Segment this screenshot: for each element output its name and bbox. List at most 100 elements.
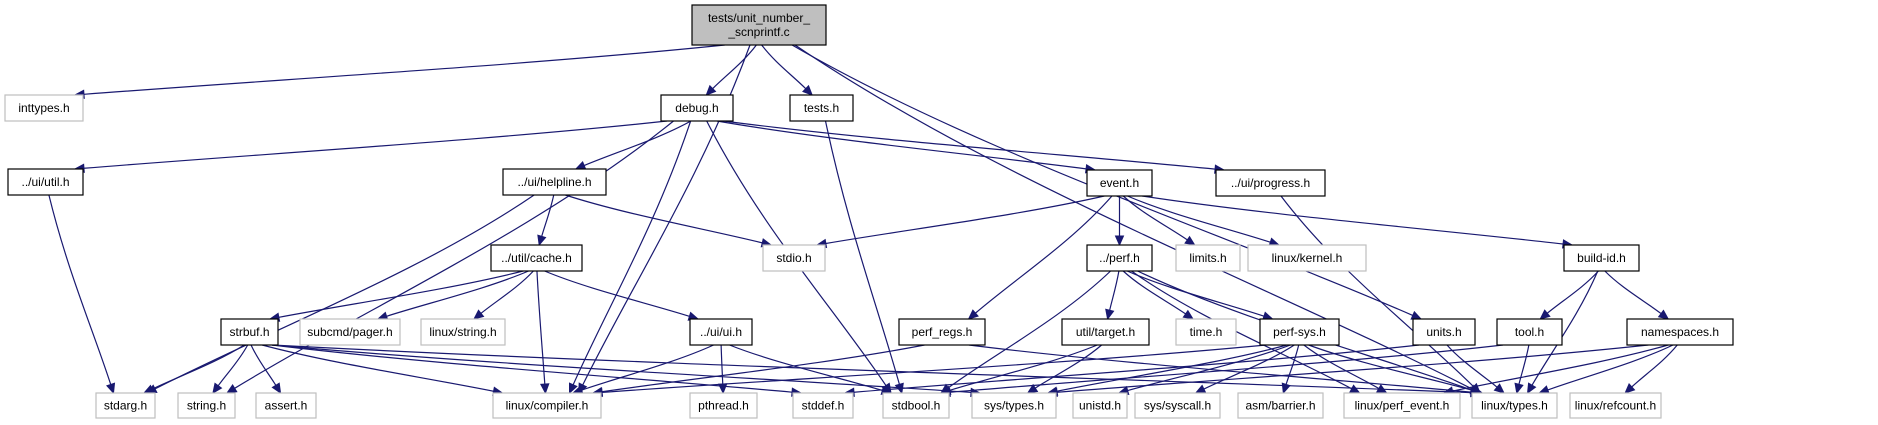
node-box-cache[interactable] [490, 244, 583, 272]
node-perf[interactable]: ../perf.h [1086, 244, 1153, 272]
node-label-event: event.h [1100, 176, 1139, 190]
node-box-stddef[interactable] [792, 392, 854, 419]
node-box-tool[interactable] [1496, 318, 1563, 346]
node-systypes[interactable]: sys/types.h [971, 392, 1057, 419]
edge-uiui-to-compiler [581, 344, 714, 391]
node-box-root[interactable] [691, 4, 827, 46]
node-box-helpline[interactable] [502, 168, 607, 196]
node-box-perf[interactable] [1086, 244, 1153, 272]
node-barrier[interactable]: asm/barrier.h [1237, 392, 1324, 419]
node-buildid[interactable]: build-id.h [1563, 244, 1640, 272]
node-box-inttypes[interactable] [4, 94, 84, 122]
node-box-pager[interactable] [299, 318, 401, 346]
node-box-systypes[interactable] [971, 392, 1057, 419]
node-box-pthread[interactable] [689, 392, 758, 419]
node-debug[interactable]: debug.h [660, 94, 734, 122]
edge-event-to-perfregs [975, 195, 1113, 314]
node-box-limits[interactable] [1175, 244, 1241, 272]
node-perfregs[interactable]: perf_regs.h [898, 318, 986, 346]
node-refcount[interactable]: linux/refcount.h [1569, 392, 1662, 419]
node-box-syscall[interactable] [1134, 392, 1221, 419]
node-label-syscall: sys/syscall.h [1144, 399, 1211, 413]
node-namespaces[interactable]: namespaces.h [1626, 318, 1734, 346]
node-box-uiui[interactable] [689, 318, 753, 346]
node-tests[interactable]: tests.h [789, 94, 854, 122]
node-unistd[interactable]: unistd.h [1072, 392, 1128, 419]
node-helpline[interactable]: ../ui/helpline.h [502, 168, 607, 196]
node-box-stdio[interactable] [762, 244, 826, 272]
arrowhead-perf-to-time [1182, 309, 1195, 320]
node-stdarg[interactable]: stdarg.h [95, 392, 156, 419]
node-perfevent[interactable]: linux/perf_event.h [1343, 392, 1461, 419]
node-stdio[interactable]: stdio.h [762, 244, 826, 272]
node-inttypes[interactable]: inttypes.h [4, 94, 84, 122]
node-stdbool[interactable]: stdbool.h [882, 392, 950, 419]
node-limits[interactable]: limits.h [1175, 244, 1241, 272]
node-box-unistd[interactable] [1072, 392, 1128, 419]
edge-uiui-to-pthread [720, 344, 724, 385]
node-uiutil[interactable]: ../ui/util.h [7, 168, 84, 196]
node-box-units[interactable] [1412, 318, 1476, 346]
node-lstring[interactable]: linux/string.h [420, 318, 506, 346]
node-label-unistd: unistd.h [1079, 399, 1121, 413]
arrowhead-namespaces-to-refcount [1624, 383, 1636, 394]
arrowhead-perfsys-to-syscall [1194, 384, 1207, 394]
node-box-perfsys[interactable] [1259, 318, 1340, 346]
node-box-barrier[interactable] [1237, 392, 1324, 419]
node-box-lstring[interactable] [420, 318, 506, 346]
node-box-perfregs[interactable] [898, 318, 986, 346]
node-label-barrier: asm/barrier.h [1245, 399, 1315, 413]
node-stddef[interactable]: stddef.h [792, 392, 854, 419]
node-box-uiutil[interactable] [7, 168, 84, 196]
node-box-compiler[interactable] [492, 392, 602, 419]
edge-strbuf-to-systypes [271, 344, 972, 393]
node-units[interactable]: units.h [1412, 318, 1476, 346]
node-event[interactable]: event.h [1086, 169, 1153, 197]
arrowhead-event-to-limits [1184, 235, 1196, 246]
node-box-ltypes[interactable] [1471, 392, 1558, 419]
node-box-assert[interactable] [255, 392, 317, 419]
node-assert[interactable]: assert.h [255, 392, 317, 419]
arrowhead-helpline-to-cache [537, 234, 547, 247]
node-strbuf[interactable]: strbuf.h [220, 318, 279, 346]
node-cache[interactable]: ../util/cache.h [490, 244, 583, 272]
node-kernel[interactable]: linux/kernel.h [1247, 244, 1367, 272]
edge-debug-to-uiutil [83, 120, 668, 169]
node-box-kernel[interactable] [1247, 244, 1367, 272]
node-box-event[interactable] [1086, 169, 1153, 197]
node-box-time[interactable] [1175, 318, 1237, 346]
node-pthread[interactable]: pthread.h [689, 392, 758, 419]
edge-cache-to-lstring [480, 270, 534, 314]
node-box-perfevent[interactable] [1343, 392, 1461, 419]
node-time[interactable]: time.h [1175, 318, 1237, 346]
node-label-compiler: linux/compiler.h [506, 399, 589, 413]
node-string[interactable]: string.h [177, 392, 236, 419]
node-tool[interactable]: tool.h [1496, 318, 1563, 346]
node-box-strbuf[interactable] [220, 318, 279, 346]
node-box-buildid[interactable] [1563, 244, 1640, 272]
arrowhead-root-to-tests [802, 84, 813, 96]
node-box-namespaces[interactable] [1626, 318, 1734, 346]
node-label-time: time.h [1190, 325, 1223, 339]
node-box-refcount[interactable] [1569, 392, 1662, 419]
node-box-string[interactable] [177, 392, 236, 419]
node-box-tests[interactable] [789, 94, 854, 122]
edge-perfregs-to-compiler [601, 344, 925, 393]
node-pager[interactable]: subcmd/pager.h [299, 318, 401, 346]
node-label-helpline: ../ui/helpline.h [517, 175, 591, 189]
node-syscall[interactable]: sys/syscall.h [1134, 392, 1221, 419]
node-box-stdbool[interactable] [882, 392, 950, 419]
node-progress[interactable]: ../ui/progress.h [1215, 169, 1326, 197]
edge-debug-to-string [234, 120, 674, 389]
node-uiui[interactable]: ../ui/ui.h [689, 318, 753, 346]
node-perfsys[interactable]: perf-sys.h [1259, 318, 1340, 346]
node-box-progress[interactable] [1215, 169, 1326, 197]
node-ltypes[interactable]: linux/types.h [1471, 392, 1558, 419]
node-target[interactable]: util/target.h [1061, 318, 1150, 346]
arrowhead-target-to-systypes [1026, 383, 1039, 394]
node-compiler[interactable]: linux/compiler.h [492, 392, 602, 419]
node-box-target[interactable] [1061, 318, 1150, 346]
node-box-debug[interactable] [660, 94, 734, 122]
node-box-stdarg[interactable] [95, 392, 156, 419]
node-root[interactable]: tests/unit_number__scnprintf.c [691, 4, 827, 46]
